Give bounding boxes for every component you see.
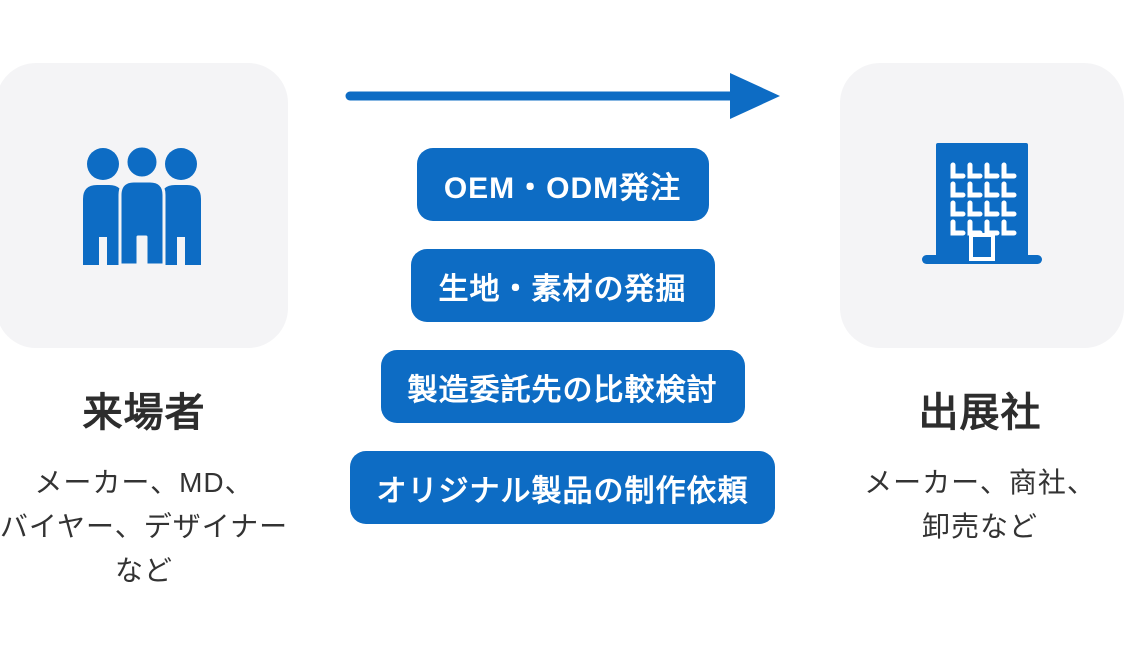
office-building-icon: [922, 142, 1042, 269]
exhibitor-description-line: メーカー、商社、: [864, 467, 1096, 498]
activity-pill: 製造委託先の比較検討: [380, 350, 745, 423]
visitor-description-line: バイヤー、デザイナー: [0, 511, 289, 542]
visitor-title: 来場者: [82, 391, 206, 435]
activity-pill: OEM・ODM発注: [416, 148, 709, 221]
exhibitor-description-line: 卸売など: [921, 511, 1038, 542]
activity-pill: 生地・素材の発掘: [410, 249, 715, 322]
activity-pill-list: OEM・ODM発注 生地・素材の発掘 製造委託先の比較検討 オリジナル製品の制作…: [350, 148, 775, 552]
exhibitor-title: 出展社: [918, 391, 1042, 435]
visitor-card: [0, 63, 288, 348]
right-arrow-icon: [340, 70, 780, 122]
visitor-description-line: メーカー、MD、: [34, 467, 254, 498]
exhibitor-card: [840, 63, 1124, 348]
visitor-description: メーカー、MD、 バイヤー、デザイナー など: [0, 461, 294, 593]
exhibitor-description: メーカー、商社、 卸売など: [840, 461, 1120, 549]
visitor-description-line: など: [114, 555, 173, 586]
activity-pill: オリジナル製品の制作依頼: [350, 451, 775, 524]
people-group-icon: [82, 143, 202, 269]
